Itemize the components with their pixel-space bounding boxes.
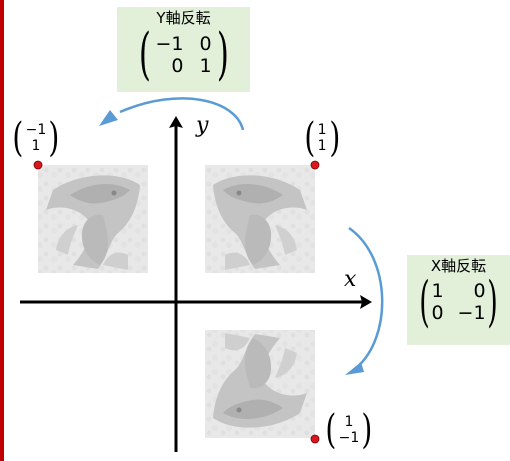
matrix-cell: 1	[199, 55, 212, 77]
vector-component: 1	[344, 414, 354, 430]
matrix-cell: 1	[431, 280, 444, 302]
vector-component: −1	[25, 122, 47, 138]
image-top-right	[205, 165, 315, 273]
vector-component: 1	[317, 138, 327, 154]
matrix-cell: −1	[155, 33, 184, 55]
left-edge-bar	[0, 0, 4, 461]
point-top-left	[33, 160, 43, 170]
matrix-cell: 0	[473, 280, 486, 302]
x-flip-matrix: ( 1 0 0 −1 )	[414, 275, 502, 329]
y-flip-matrix: ( −1 0 0 1 )	[134, 27, 234, 83]
image-bottom-right	[205, 330, 315, 438]
x-axis-label: x	[344, 267, 357, 292]
image-top-left	[38, 165, 148, 273]
right-paren: )	[486, 270, 498, 333]
point-bottom-right	[310, 434, 320, 444]
y-flip-title: Y軸反転	[156, 9, 211, 27]
left-paren: (	[138, 22, 151, 87]
matrix-cell: 0	[431, 302, 444, 324]
x-flip-title: X軸反転	[430, 257, 487, 275]
y-axis	[169, 116, 183, 452]
point-top-right	[310, 160, 320, 170]
vector-top-left: ( −1 1 )	[12, 115, 60, 161]
x-flip-arrow	[345, 226, 384, 375]
vector-top-right: ( 1 1 )	[304, 115, 340, 161]
vector-bottom-right: ( 1 −1 )	[325, 407, 373, 453]
vector-component: 1	[31, 138, 41, 154]
right-paren: )	[216, 22, 229, 87]
vector-component: 1	[317, 122, 327, 138]
y-flip-arrow	[99, 97, 245, 131]
left-paren: (	[419, 270, 431, 333]
x-axis	[20, 295, 372, 309]
y-flip-matrix-box: Y軸反転 ( −1 0 0 1 )	[117, 7, 250, 92]
matrix-cell: 0	[199, 33, 212, 55]
vector-component: −1	[338, 430, 360, 446]
x-flip-matrix-box: X軸反転 ( 1 0 0 −1 )	[407, 255, 510, 345]
matrix-cell: 0	[171, 55, 184, 77]
y-axis-label: y	[196, 113, 209, 138]
matrix-cell: −1	[457, 302, 486, 324]
